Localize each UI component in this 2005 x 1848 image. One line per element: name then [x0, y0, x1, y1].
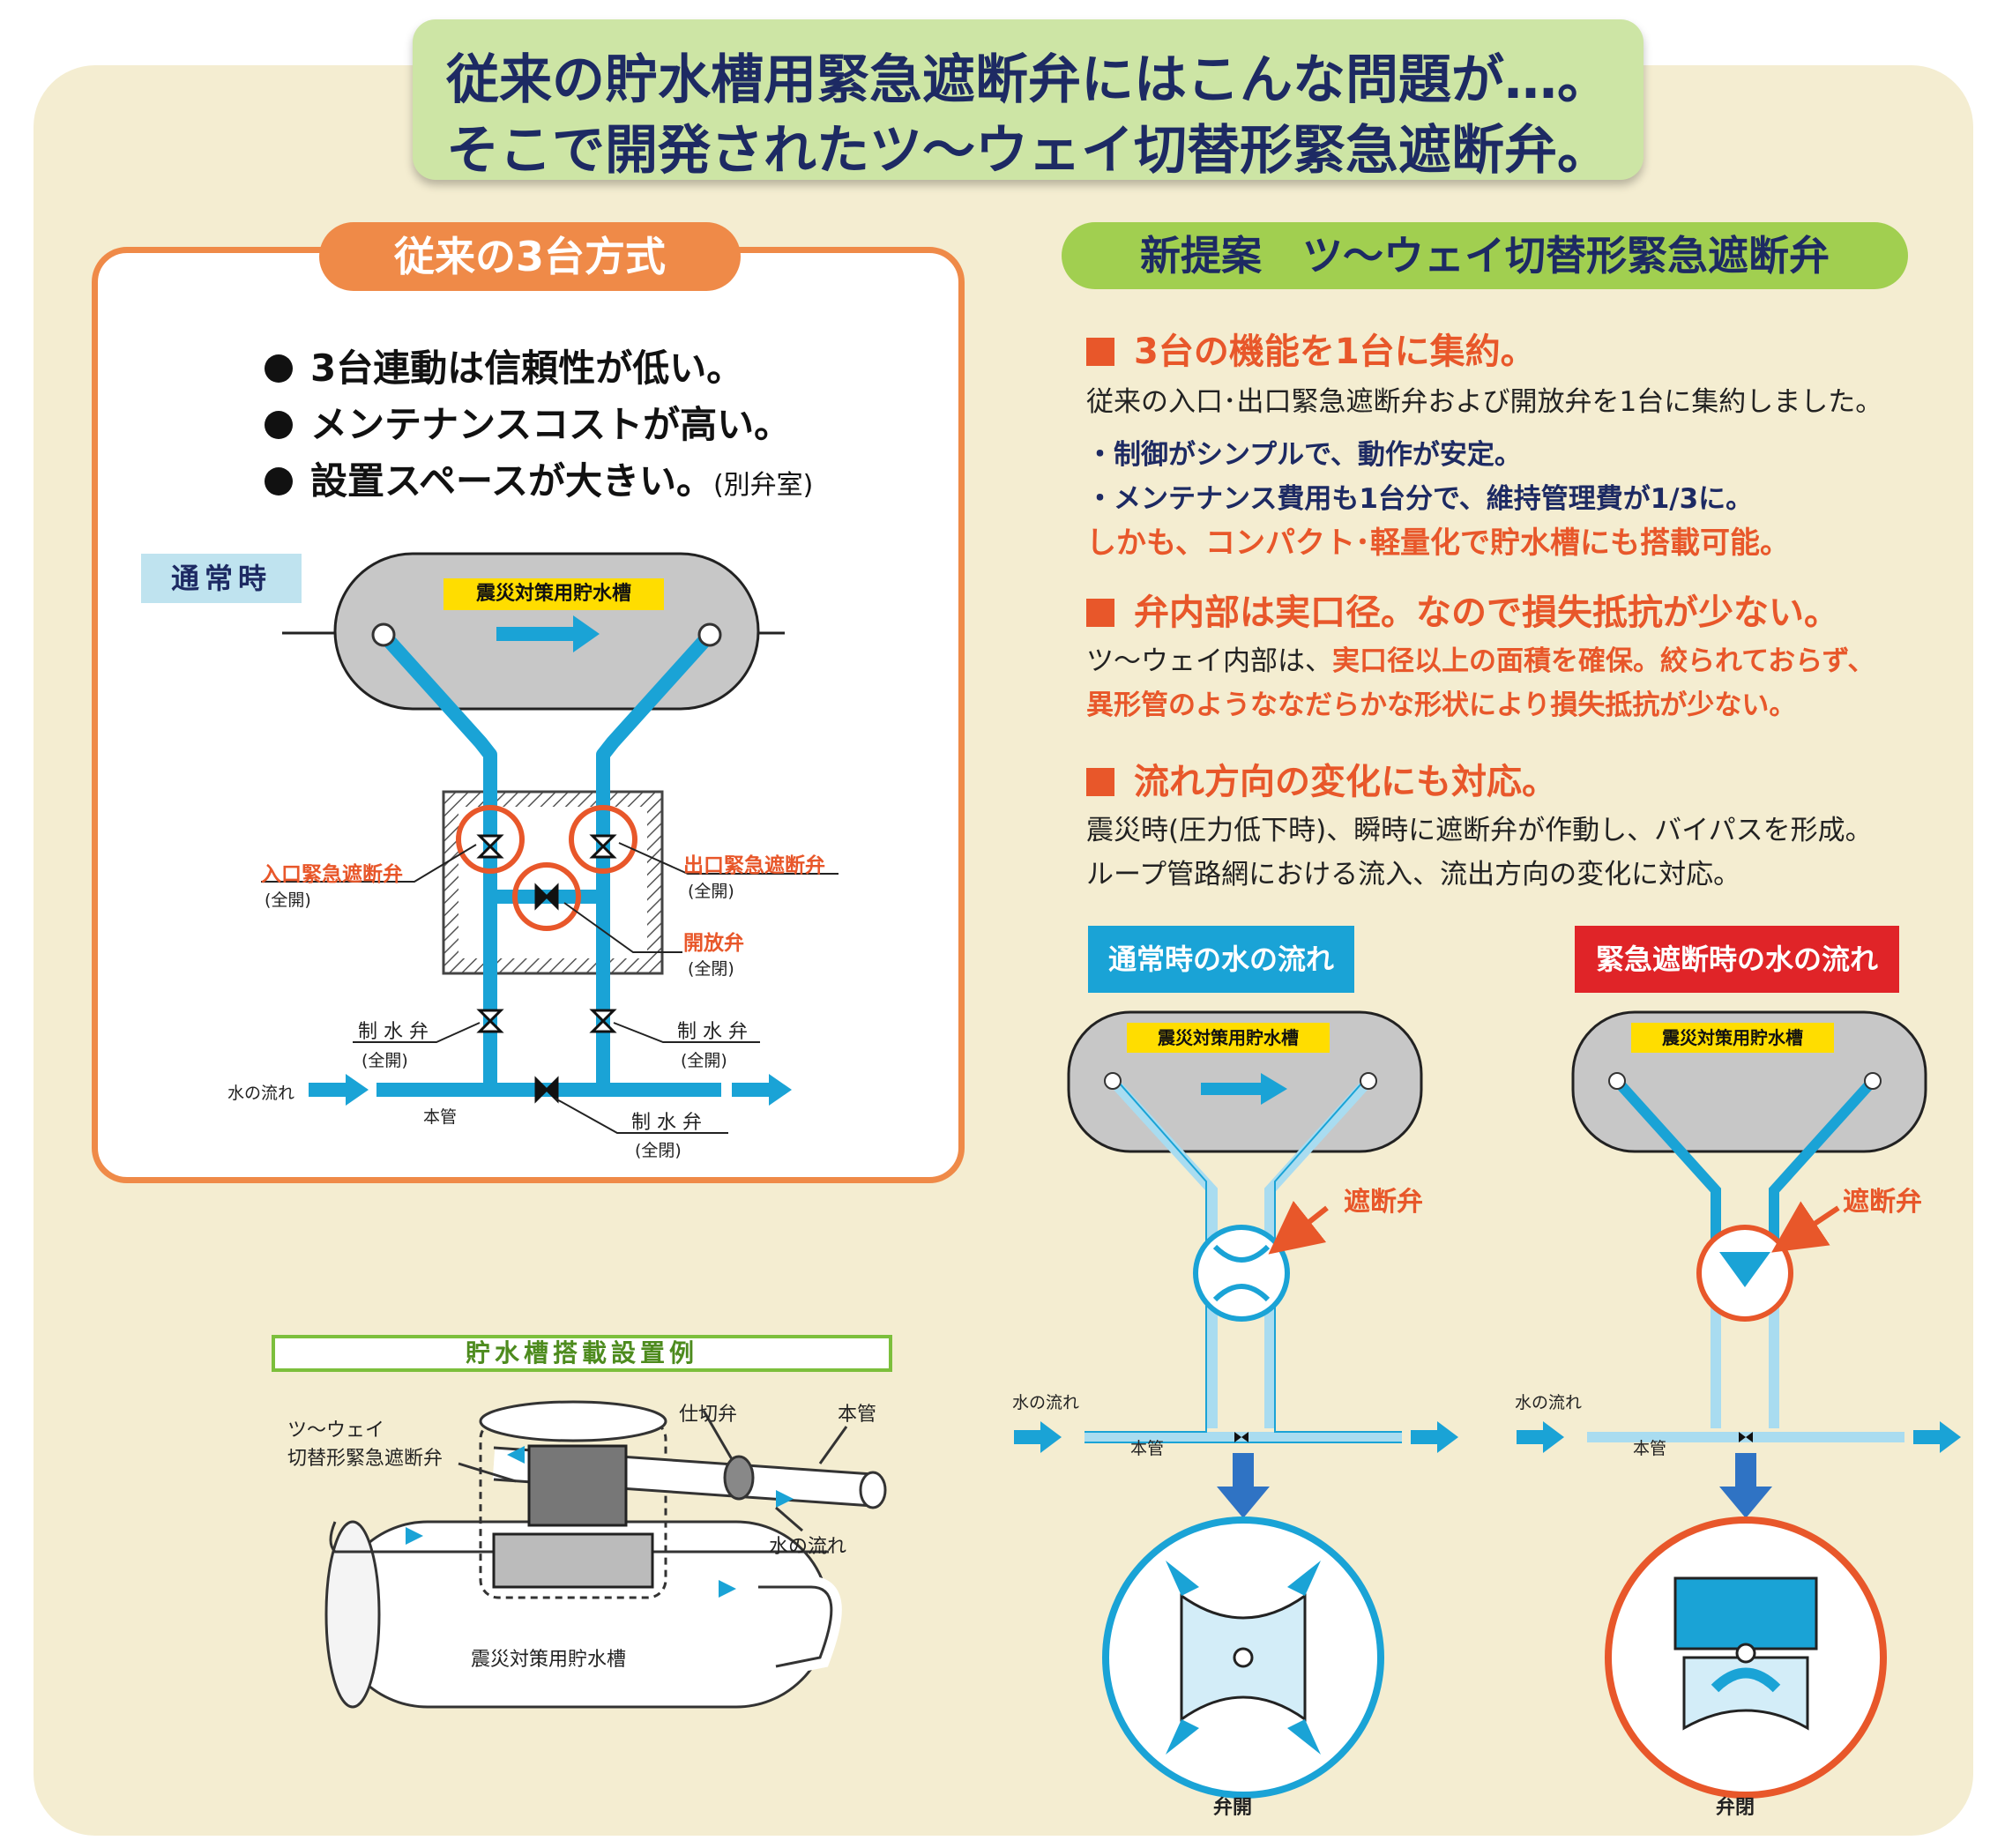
control-valve-right-label: 制 水 弁: [677, 1021, 748, 1043]
section-3-line-2: ループ管路網における流入、流出方向の変化に対応。: [1086, 859, 1741, 890]
bullet-dot-icon: [265, 467, 293, 496]
emergency-flow-diagram: [1517, 1010, 1961, 1799]
section-1-line-2: ・制御がシンプルで、動作が安定。: [1086, 439, 1522, 471]
old-bullet-2: メンテナンスコストが高い。: [265, 395, 791, 449]
section-2-line-1: ツ～ウェイ内部は、実口径以上の面積を確保。絞られておらず、: [1086, 638, 1875, 678]
control-valve-left-label: 制 水 弁: [358, 1021, 429, 1043]
valve-closed-label: 弁閉: [1716, 1797, 1755, 1819]
inlet-valve-state: (全開): [265, 890, 311, 910]
normal-mode-tag: 通常時: [141, 554, 302, 603]
normal-flow-diagram: [1014, 1010, 1458, 1799]
old-bullet-3: 設置スペースが大きい。(別弁室): [265, 451, 813, 505]
release-valve-state: (全閉): [688, 959, 734, 979]
installation-tank-label: 震災対策用貯水槽: [471, 1649, 627, 1671]
flow-arrow-icon: [309, 1074, 792, 1106]
control-valve-right-state: (全開): [681, 1051, 727, 1070]
emergency-tank-label: 震災対策用貯水槽: [1631, 1023, 1834, 1053]
installation-gate-valve-label: 仕切弁: [679, 1404, 738, 1426]
down-arrow-icon: [1217, 1487, 1270, 1518]
normal-tank-label: 震災対策用貯水槽: [1127, 1023, 1330, 1053]
normal-main-pipe-label: 本管: [1130, 1439, 1165, 1458]
old-main-pipe-label: 本管: [423, 1107, 458, 1127]
normal-flow-tag: 通常時の水の流れ: [1088, 926, 1354, 993]
installation-water-flow-label: 水の流れ: [769, 1536, 847, 1558]
control-valve-main-state: (全閉): [635, 1141, 682, 1160]
bullet-dot-icon: [265, 411, 293, 439]
emergency-valve-label: 遮断弁: [1843, 1187, 1922, 1218]
square-bullet-icon: [1086, 338, 1114, 366]
old-water-flow-label: 水の流れ: [227, 1084, 295, 1103]
old-bullet-3-text: 設置スペースが大きい。: [310, 459, 713, 503]
title-banner: 従来の貯水槽用緊急遮断弁にはこんな問題が…。 そこで開発されたツ～ウェイ切替形緊…: [413, 19, 1644, 182]
outlet-valve-state: (全開): [688, 882, 734, 901]
emergency-flow-tag: 緊急遮断時の水の流れ: [1575, 926, 1899, 993]
old-bullet-3-note: (別弁室): [712, 470, 814, 501]
outlet-valve-label: 出口緊急遮断弁: [683, 854, 825, 877]
down-arrow-icon: [1719, 1487, 1772, 1518]
normal-valve-label: 遮断弁: [1344, 1187, 1423, 1218]
flow-arrow-icon: [573, 615, 600, 652]
inlet-valve-label: 入口緊急遮断弁: [261, 863, 403, 886]
new-proposal-header: 新提案 ツ～ウェイ切替形緊急遮断弁: [1062, 222, 1908, 289]
old-system-header: 従来の3台方式: [319, 222, 741, 291]
section-1-line-4: しかも、コンパクト･軽量化で貯水槽にも搭載可能。: [1086, 525, 1790, 561]
old-bullet-2-text: メンテナンスコストが高い。: [310, 403, 792, 446]
control-valve-main-label: 制 水 弁: [631, 1112, 702, 1134]
section-3-heading-text: 流れ方向の変化にも対応。: [1134, 762, 1557, 802]
installation-tag: 貯水槽搭載設置例: [272, 1335, 892, 1372]
installation-valve-label-1: ツ～ウェイ: [287, 1420, 385, 1442]
section-2-line-1-highlight: 実口径以上の面積を確保。絞られておらず、: [1332, 645, 1875, 677]
old-bullet-1-text: 3台連動は信頼性が低い。: [310, 346, 744, 390]
section-2-heading-text: 弁内部は実口径。なので損失抵抗が少ない。: [1134, 592, 1839, 633]
old-system-diagram: [261, 552, 839, 1134]
title-line-1: 従来の貯水槽用緊急遮断弁にはこんな問題が…。: [446, 49, 1610, 111]
section-1-line-3: ・メンテナンス費用も1台分で、維持管理費が1/3に。: [1086, 483, 1754, 515]
section-3-line-1: 震災時(圧力低下時)、瞬時に遮断弁が作動し、バイパスを形成。: [1086, 815, 1873, 846]
section-3-heading: 流れ方向の変化にも対応。: [1086, 753, 1557, 804]
section-1-heading: 3台の機能を1台に集約。: [1086, 323, 1536, 374]
square-bullet-icon: [1086, 599, 1114, 627]
valve-open-label: 弁開: [1213, 1797, 1253, 1819]
bullet-dot-icon: [265, 354, 293, 383]
emergency-main-pipe-label: 本管: [1633, 1439, 1667, 1458]
old-tank-label: 震災対策用貯水槽: [443, 578, 664, 610]
section-2-line-1-plain: ツ～ウェイ内部は、: [1086, 645, 1332, 677]
old-system-panel: [92, 247, 965, 1183]
section-2-heading: 弁内部は実口径。なので損失抵抗が少ない。: [1086, 584, 1839, 635]
installation-main-pipe-label: 本管: [838, 1404, 877, 1426]
normal-water-flow-label: 水の流れ: [1012, 1393, 1080, 1412]
square-bullet-icon: [1086, 768, 1114, 796]
installation-valve-label-2: 切替形緊急遮断弁: [287, 1448, 443, 1470]
release-valve-label: 開放弁: [683, 932, 744, 955]
section-1-line-1: 従来の入口･出口緊急遮断弁および開放弁を1台に集約しました。: [1086, 386, 1883, 418]
control-valve-left-state: (全開): [361, 1051, 408, 1070]
section-2-line-2: 異形管のようななだらかな形状により損失抵抗が少ない。: [1086, 689, 1797, 721]
emergency-water-flow-label: 水の流れ: [1515, 1393, 1583, 1412]
title-line-2: そこで開発されたツ～ウェイ切替形緊急遮断弁。: [446, 120, 1610, 182]
old-bullet-1: 3台連動は信頼性が低い。: [265, 339, 743, 392]
section-1-heading-text: 3台の機能を1台に集約。: [1134, 332, 1536, 372]
installation-diagram: [324, 1400, 887, 1709]
